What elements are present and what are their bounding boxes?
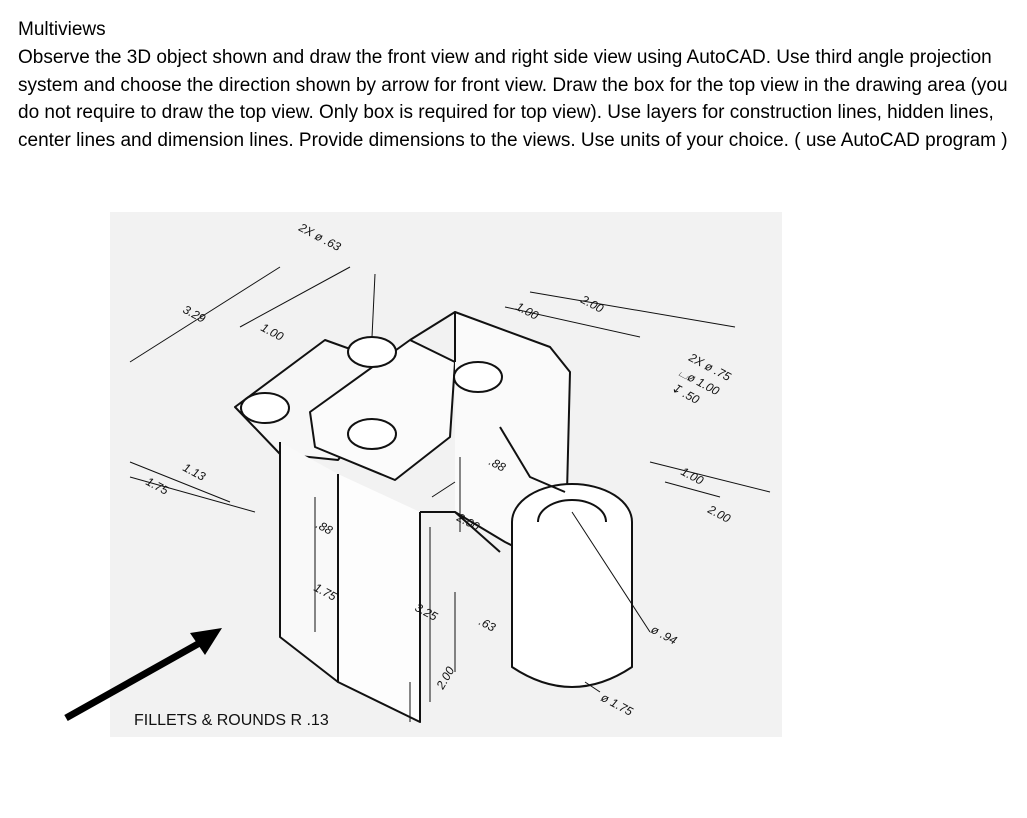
page-title: Multiviews bbox=[18, 19, 106, 40]
isometric-figure: 2X ø .63 3.29 1.00 1.00 2.00 2X ø .75 ⌴ø… bbox=[110, 212, 782, 737]
isometric-drawing: 2X ø .63 3.29 1.00 1.00 2.00 2X ø .75 ⌴ø… bbox=[129, 220, 771, 723]
fillets-note: FILLETS & ROUNDS R .13 bbox=[134, 712, 329, 729]
instructions-paragraph: Observe the 3D object shown and draw the… bbox=[18, 47, 1008, 151]
